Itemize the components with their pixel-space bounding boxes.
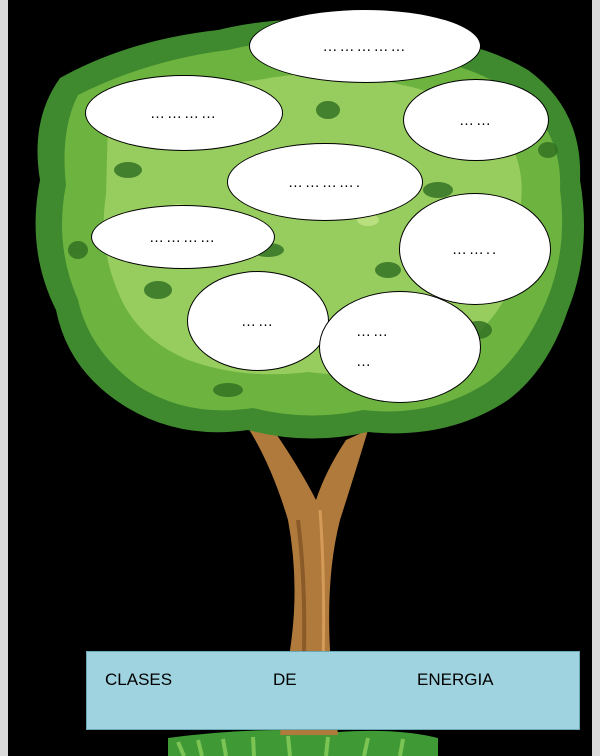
blank-bubble[interactable]: ………… — [91, 205, 275, 269]
title-word-de: DE — [273, 670, 297, 689]
title-box: CLASES DE ENERGIA — [86, 651, 580, 730]
blank-bubble[interactable]: …………… — [249, 9, 481, 83]
blank-text: …….. — [451, 240, 499, 258]
blank-text: …………. — [287, 173, 363, 191]
page-margin-right — [592, 0, 600, 756]
blank-bubble[interactable]: …… — [403, 79, 549, 161]
blank-text: … — [356, 353, 373, 370]
blank-text: ………… — [150, 104, 218, 122]
blank-bubble[interactable]: …… — [187, 271, 329, 371]
blank-text: …………… — [322, 37, 408, 55]
blank-text: …… — [356, 323, 390, 340]
blank-text: …… — [459, 111, 493, 129]
blank-bubble[interactable]: ………… — [85, 75, 283, 151]
title-word-clases: CLASES — [105, 670, 173, 689]
blank-bubble[interactable]: …… … — [319, 291, 481, 403]
blank-bubble[interactable]: …………. — [227, 143, 423, 221]
blank-text: ………… — [149, 228, 217, 246]
blank-text: …… — [241, 312, 275, 330]
tree-worksheet: …………… ………… …… …………. ………… …….. …… …… … CL… — [8, 0, 592, 756]
page-margin-left — [0, 0, 8, 756]
title-word-energia: ENERGIA — [417, 670, 494, 689]
blank-bubble[interactable]: …….. — [399, 193, 551, 305]
